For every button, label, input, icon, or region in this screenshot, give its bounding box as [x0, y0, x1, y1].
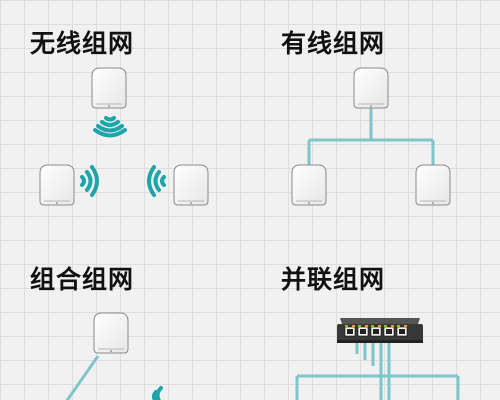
- router-left-wired: [291, 164, 327, 206]
- hybrid-cable: [65, 355, 100, 400]
- hybrid-mesh-diagram: [65, 312, 163, 400]
- title-wired-mesh: 有线组网: [281, 29, 386, 58]
- wired-mesh-diagram: [291, 67, 451, 206]
- wireless-mesh-diagram: [39, 67, 209, 206]
- switch-leds: [345, 325, 407, 327]
- router-top-wireless: [91, 67, 127, 109]
- switch-ports: [344, 326, 408, 337]
- router-top-hybrid: [93, 312, 129, 354]
- wired-cables: [307, 108, 435, 166]
- wifi-signal-down-icon: [93, 116, 127, 138]
- router-right-wired: [415, 164, 451, 206]
- wifi-signal-left-icon: [147, 165, 166, 197]
- wifi-signal-partial-icon: [152, 386, 163, 400]
- router-left-wireless: [39, 164, 75, 206]
- wifi-signal-right-icon: [80, 165, 99, 197]
- parallel-cables: [295, 343, 460, 400]
- parallel-mesh-diagram: [295, 318, 460, 400]
- network-switch: [337, 318, 423, 343]
- router-top-wired: [353, 67, 389, 109]
- title-parallel-mesh: 并联组网: [281, 265, 386, 294]
- title-wireless-mesh: 无线组网: [30, 29, 135, 58]
- title-hybrid-mesh: 组合组网: [30, 265, 135, 294]
- router-right-wireless: [173, 164, 209, 206]
